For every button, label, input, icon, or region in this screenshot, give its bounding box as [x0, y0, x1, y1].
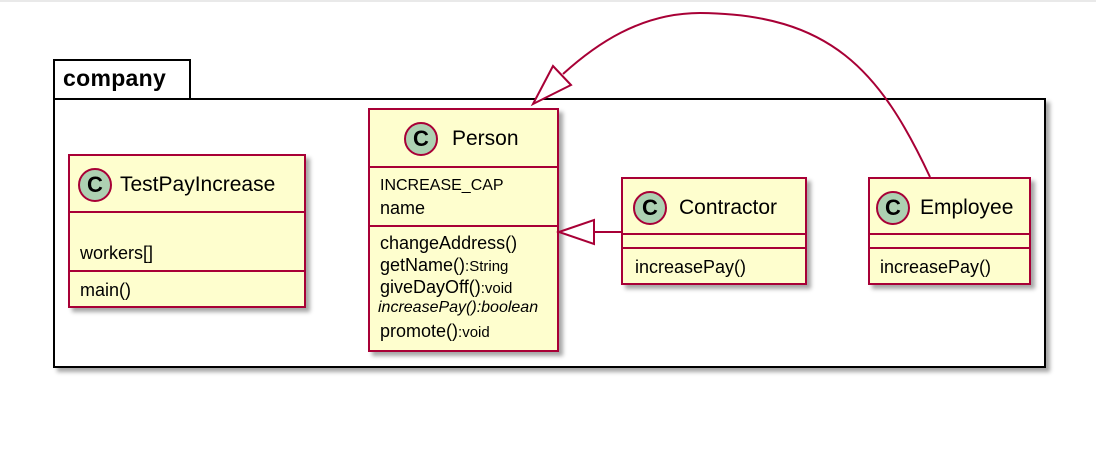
method: getName():String: [380, 255, 508, 276]
field-separator: [370, 225, 557, 227]
field: workers[]: [80, 243, 154, 263]
field: name: [380, 198, 426, 218]
class-name: Contractor: [679, 196, 778, 219]
class-employee[interactable]: C Employee increasePay(): [868, 177, 1031, 285]
method-type: :void: [480, 280, 513, 297]
field-separator: [70, 270, 304, 272]
name-separator: [623, 233, 805, 235]
class-name: TestPayIncrease: [120, 173, 276, 196]
top-divider: [0, 0, 1096, 2]
class-icon: C: [404, 122, 438, 156]
class-icon: C: [78, 168, 112, 202]
class-name: Employee: [920, 196, 1014, 219]
class-contractor[interactable]: C Contractor increasePay(): [621, 177, 807, 285]
inheritance-arrow-employee-person: [530, 11, 931, 178]
method-type: :String: [465, 258, 509, 275]
field: INCREASE_CAP: [380, 177, 504, 194]
method-name: giveDayOff(): [380, 277, 481, 297]
class-name: Person: [452, 127, 519, 150]
package-name: company: [63, 65, 167, 91]
method-name: getName(): [380, 255, 466, 275]
name-separator: [370, 166, 557, 168]
name-separator: [870, 233, 1029, 235]
method-type: :void: [458, 324, 490, 341]
method-name: increasePay():boolean: [378, 299, 539, 316]
inheritance-arrow-contractor-person: [555, 218, 621, 246]
method: changeAddress(): [380, 233, 517, 254]
package-tab: company: [53, 59, 191, 99]
method: increasePay(): [880, 257, 992, 277]
field-separator: [870, 247, 1029, 249]
class-icon: C: [633, 191, 667, 225]
class-test-pay-increase[interactable]: C TestPayIncrease workers[] main(): [68, 154, 306, 308]
method: increasePay(): [635, 257, 747, 277]
method-name: changeAddress(): [380, 233, 518, 253]
method: giveDayOff():void: [380, 277, 512, 298]
class-icon: C: [876, 191, 910, 225]
class-person[interactable]: C Person INCREASE_CAP name changeAddress…: [368, 108, 559, 352]
method-name: promote(): [380, 321, 459, 341]
field-separator: [623, 247, 805, 249]
method: main(): [80, 280, 132, 300]
method: promote():void: [380, 321, 490, 342]
abstract-method: increasePay():boolean: [378, 299, 538, 317]
name-separator: [70, 211, 304, 213]
